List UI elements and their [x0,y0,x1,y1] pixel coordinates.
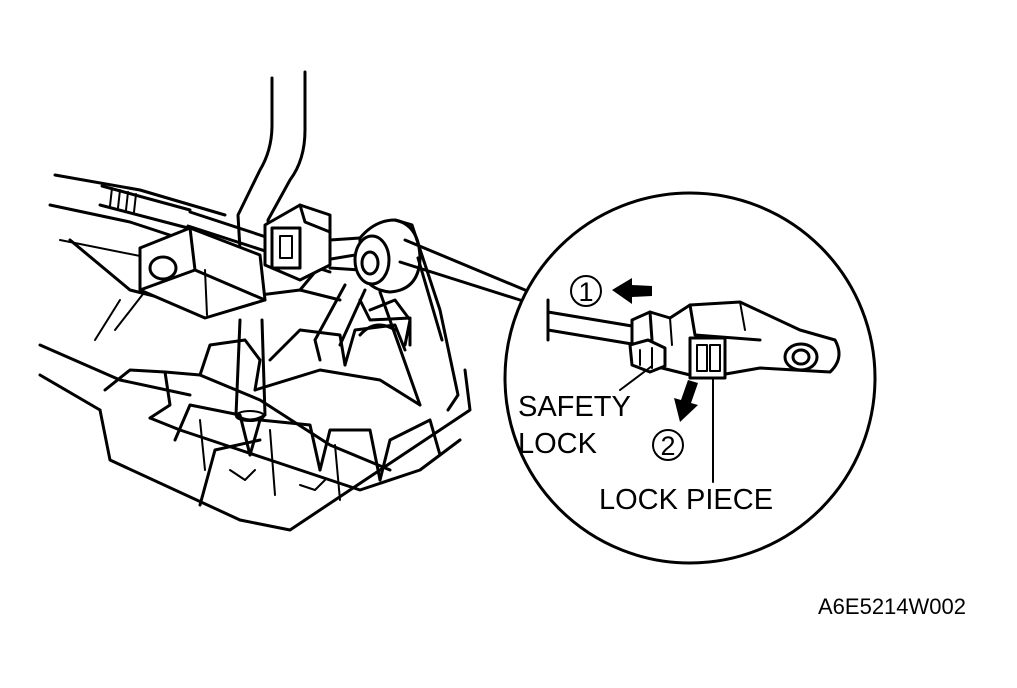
step-2-marker: 2 [652,429,684,461]
shift-lever-assembly [38,70,527,532]
detail-magnifier: 1 2 SAFETY LOCK LOCK PIECE [503,191,877,565]
bellcrank-bushing [353,218,460,412]
step-1-marker: 1 [570,275,602,307]
detail-lock-piece[interactable] [688,336,727,380]
selector-arm [313,283,412,362]
step-2-number: 2 [660,431,675,461]
lever-clamp [138,226,267,320]
arrow-step-2 [674,380,698,422]
magnify-leader [398,238,527,302]
label-leaders [619,365,714,483]
cable-end-on-lever [263,203,362,282]
arrow-step-1 [612,278,652,304]
figure-code: A6E5214W002 [818,594,966,619]
detail-cable-end [630,300,841,377]
lock-piece-label: LOCK PIECE [599,484,773,516]
detail-safety-lock[interactable] [628,338,667,374]
step-1-number: 1 [578,277,593,307]
safety-lock-label-line2: LOCK [518,428,598,460]
detail-cable [546,298,634,346]
shifter-base [38,173,472,532]
shift-gate [103,298,462,501]
safety-lock-label-line1: SAFETY [518,391,631,423]
shift-lever-rod [234,70,307,422]
